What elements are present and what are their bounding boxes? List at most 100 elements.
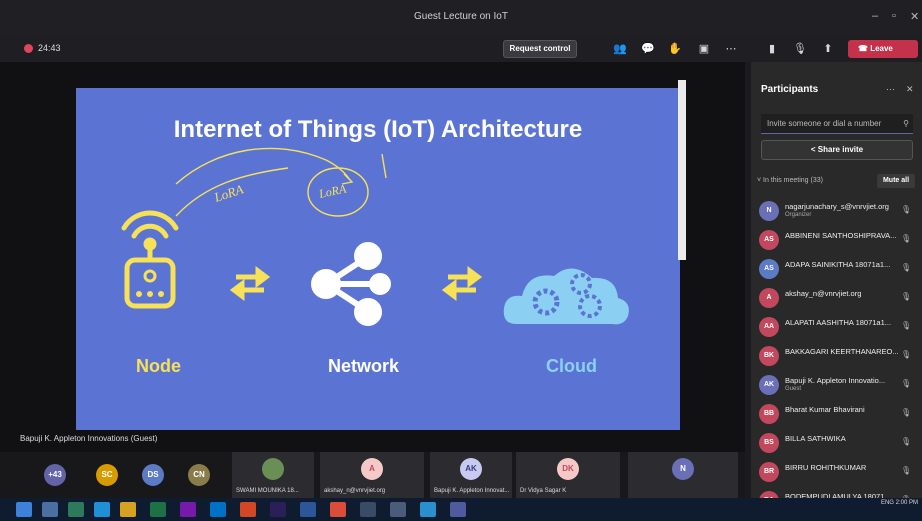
- close-icon[interactable]: ✕: [910, 11, 920, 23]
- tile-avatar: A: [361, 458, 383, 480]
- recording-icon: [24, 44, 33, 53]
- mic-muted-icon: 🎙: [901, 321, 912, 330]
- app-icon-2[interactable]: [360, 502, 376, 517]
- label-node: Node: [136, 356, 181, 376]
- participant-avatar[interactable]: SC: [96, 464, 118, 486]
- tile-avatar: [262, 458, 284, 480]
- edge-icon[interactable]: [94, 502, 110, 517]
- request-control-button[interactable]: Request control: [503, 40, 577, 58]
- rooms-icon[interactable]: ▣: [698, 43, 710, 55]
- participant-role: Organizer: [785, 212, 812, 218]
- avatar: AK: [759, 375, 779, 395]
- participants-header: Participants: [761, 84, 819, 95]
- teams-icon[interactable]: [450, 502, 466, 517]
- wifi-icon: [121, 210, 179, 251]
- mic-muted-icon: 🎙: [901, 408, 912, 417]
- mic-muted-icon: 🎙: [901, 437, 912, 446]
- meeting-timer: 24:43: [38, 43, 61, 53]
- invite-placeholder: Invite someone or dial a number: [767, 119, 882, 128]
- app-icon-3[interactable]: [390, 502, 406, 517]
- participant-avatar[interactable]: CN: [188, 464, 210, 486]
- arrows-icon-right: [441, 266, 483, 301]
- maximize-icon[interactable]: ▫: [892, 10, 896, 22]
- onenote-icon[interactable]: [180, 502, 196, 517]
- annotation-lora-1: LoRA: [211, 181, 245, 205]
- participant-name: Bharat Kumar Bhavirani: [785, 405, 865, 414]
- camera-icon[interactable]: ▮: [768, 43, 776, 55]
- participant-name: akshay_n@vnrvjiet.org: [785, 289, 862, 298]
- participants-icon[interactable]: 👥: [613, 43, 627, 55]
- video-tile[interactable]: SWAMI MOUNIKA 18...: [232, 452, 314, 498]
- shared-screen-stage: Internet of Things (IoT) Architecture: [0, 62, 745, 452]
- participant-name: Bapuji K. Appleton Innovatio...: [785, 376, 886, 385]
- avatar: AA: [759, 317, 779, 337]
- microphone-icon[interactable]: 🎙: [793, 43, 807, 55]
- participant-role: Guest: [785, 386, 802, 392]
- annotation-toolbar[interactable]: [678, 80, 686, 260]
- overflow-count[interactable]: +43: [44, 464, 66, 486]
- chat-icon[interactable]: 💬: [641, 43, 655, 55]
- meeting-control-bar: 24:43 Request control 👥 💬 ✋ ▣ ⋯ ▮ 🎙 ⬆ ☎ …: [0, 36, 922, 62]
- avatar: AS: [759, 230, 779, 250]
- share-invite-button[interactable]: < Share invite: [761, 140, 913, 160]
- tile-name: Bapuji K. Appleton Innovat...: [434, 488, 510, 494]
- task-view-icon[interactable]: [42, 502, 58, 517]
- leave-button[interactable]: ☎ Leave: [848, 40, 918, 58]
- in-meeting-section-toggle[interactable]: ˅ In this meeting (33): [757, 177, 823, 184]
- video-tile[interactable]: N: [628, 452, 738, 498]
- excel-icon[interactable]: [150, 502, 166, 517]
- app-icon-4[interactable]: [420, 502, 436, 517]
- participant-avatar[interactable]: DS: [142, 464, 164, 486]
- avatar: BR: [759, 462, 779, 482]
- avatar: AS: [759, 259, 779, 279]
- tray-time: 2:00 PM: [895, 500, 918, 506]
- participant-name: BODEMPUDI AMULYA 18071...: [785, 492, 891, 501]
- mic-muted-icon: 🎙: [901, 234, 912, 243]
- mic-muted-icon: 🎙: [901, 350, 912, 359]
- cloud-gears-icon: [503, 268, 629, 325]
- minimize-icon[interactable]: –: [872, 10, 879, 22]
- powerpoint-icon[interactable]: [240, 502, 256, 517]
- participant-name: nagarjunachary_s@vnrvjiet.org: [785, 202, 889, 211]
- chrome-icon[interactable]: [330, 502, 346, 517]
- share-screen-icon[interactable]: ⬆: [823, 43, 833, 55]
- annotation-ink: [175, 147, 387, 217]
- raise-hand-icon[interactable]: ✋: [668, 43, 682, 55]
- invite-input[interactable]: Invite someone or dial a number⚲: [761, 114, 913, 134]
- presenter-name: Bapuji K. Appleton Innovations (Guest): [20, 434, 158, 443]
- word-icon[interactable]: [300, 502, 316, 517]
- premiere-icon[interactable]: [270, 502, 286, 517]
- windows-start-icon[interactable]: [16, 502, 32, 517]
- tile-name: akshay_n@vnrvjiet.org: [324, 488, 386, 494]
- files-icon[interactable]: [120, 502, 136, 517]
- window-title: Guest Lecture on IoT: [414, 11, 508, 22]
- mic-muted-icon: 🎙: [901, 292, 912, 301]
- tile-avatar: DK: [557, 458, 579, 480]
- video-tile[interactable]: DK Dr Vidya Sagar K: [516, 452, 620, 498]
- app-icon-1[interactable]: [68, 502, 84, 517]
- leave-label: Leave: [870, 44, 893, 53]
- system-tray[interactable]: ENG 2:00 PM: [881, 500, 918, 506]
- panel-close-icon[interactable]: ✕: [906, 84, 914, 94]
- participant-name: BAKKAGARI KEERTHANAREO...: [785, 347, 899, 356]
- tile-name: Dr Vidya Sagar K: [520, 488, 567, 494]
- more-actions-icon[interactable]: ⋯: [725, 43, 737, 55]
- outlook-icon[interactable]: [210, 502, 226, 517]
- mic-muted-icon: 🎙: [901, 466, 912, 475]
- slide-title: Internet of Things (IoT) Architecture: [173, 116, 583, 143]
- mute-all-button[interactable]: Mute all: [877, 174, 915, 188]
- panel-more-icon[interactable]: ⋯: [886, 84, 895, 94]
- node-device-icon: [124, 257, 176, 309]
